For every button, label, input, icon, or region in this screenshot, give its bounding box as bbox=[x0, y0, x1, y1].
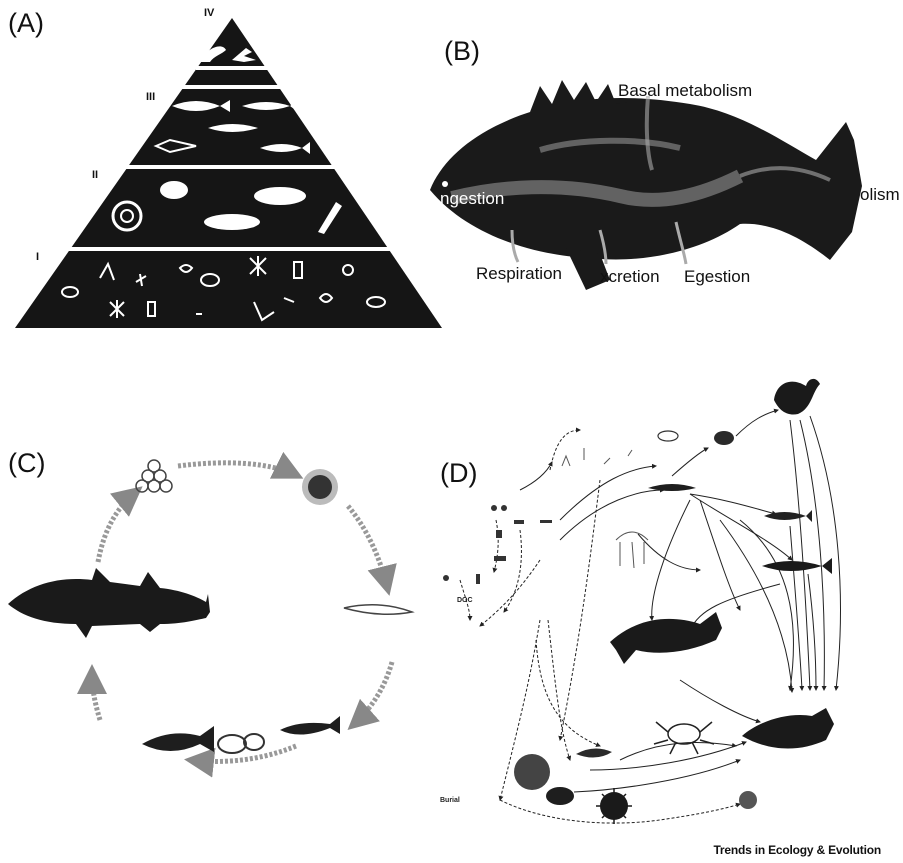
trophic-pyramid bbox=[15, 18, 442, 328]
sediment-particle-icon bbox=[739, 791, 757, 809]
activity-metabolism-label: olism bbox=[860, 185, 900, 204]
cod-icon bbox=[742, 708, 834, 749]
ingestion-label: ngestion bbox=[440, 189, 504, 208]
larva-icon bbox=[344, 605, 412, 614]
excretion-label: xcretion bbox=[600, 267, 660, 286]
basal-metabolism-label: Basal metabolism bbox=[618, 81, 752, 100]
copepod-icon bbox=[658, 431, 678, 441]
level-ii-label: II bbox=[92, 169, 98, 181]
amphipod-icon bbox=[714, 431, 734, 445]
benthic-sponge-icon bbox=[514, 754, 550, 790]
crab-icon bbox=[654, 722, 714, 754]
egestion-label: Egestion bbox=[684, 267, 750, 286]
jellyfish-icon bbox=[616, 532, 648, 568]
adult-cod-icon bbox=[8, 568, 210, 638]
life-cycle-stages bbox=[8, 460, 412, 753]
doc-label: DOC bbox=[457, 597, 473, 604]
journal-credit: Trends in Ecology & Evolution bbox=[713, 843, 881, 857]
bivalve-icon bbox=[546, 787, 574, 805]
juvenile-icon bbox=[280, 716, 340, 735]
surface-plankton-icon bbox=[562, 448, 632, 466]
herring-icon bbox=[764, 510, 812, 522]
food-web-organisms bbox=[443, 379, 834, 824]
food-web-arrows bbox=[460, 410, 840, 823]
adult-predation-icon bbox=[142, 726, 264, 753]
level-i-label: I bbox=[36, 251, 39, 263]
level-iv-label: IV bbox=[204, 7, 215, 19]
sea-urchin-icon bbox=[596, 788, 632, 824]
embryo-icon bbox=[302, 469, 338, 505]
eggs-icon bbox=[136, 460, 172, 492]
food-web-text: DOC Burial bbox=[440, 597, 473, 804]
burial-label: Burial bbox=[440, 797, 460, 804]
phytoplankton-cluster-icon bbox=[443, 505, 552, 584]
level-iii-label: III bbox=[146, 91, 155, 103]
respiration-label: Respiration bbox=[476, 264, 562, 283]
shrimp-icon bbox=[576, 748, 612, 757]
seal-icon bbox=[610, 612, 722, 664]
bird-icon bbox=[774, 379, 820, 415]
energy-budget-fish bbox=[430, 80, 862, 290]
